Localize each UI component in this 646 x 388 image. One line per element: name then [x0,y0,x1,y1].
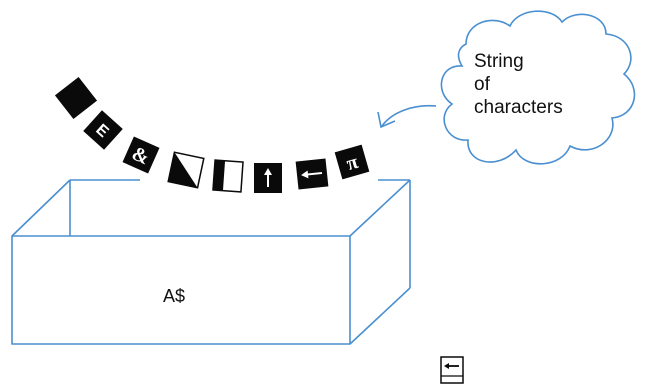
ampersand-char-tile: & [123,137,160,174]
solid-block-char-icon [55,77,97,119]
box-top-right-edge [350,180,410,236]
diagonal-half-block-char-icon [168,152,204,188]
box-front-face [12,236,350,344]
string-box [12,180,410,344]
box-right-bottom-edge [350,288,410,344]
pi-char-tile: π [335,145,370,180]
thought-cloud [441,11,634,164]
left-arrow-char-tile [296,159,329,190]
letter-e-char-tile: E [83,110,123,150]
up-arrow-char-tile [254,163,282,193]
loose-key [441,357,463,383]
box-top-left-edge [12,180,70,236]
character-string: E & [55,77,369,193]
cloud-pointer-arrowhead [378,112,395,127]
half-block-char-icon [213,160,243,192]
